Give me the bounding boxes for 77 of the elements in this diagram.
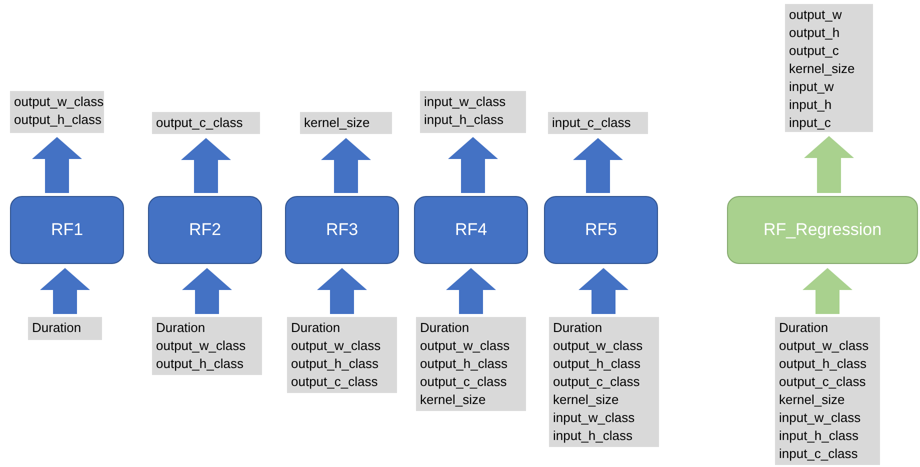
feature-list-box [420, 91, 526, 133]
feature-name: output_c [789, 42, 840, 60]
model-name: RF5 [584, 219, 618, 242]
feature-name: input_h_class [779, 427, 860, 445]
feature-list-box [416, 317, 526, 411]
feature-name: output_w_class [291, 337, 382, 355]
block-arrow [802, 268, 852, 314]
feature-list-box [152, 112, 260, 134]
feature-list-box [152, 317, 262, 375]
feature-name: Duration [420, 319, 470, 337]
feature-name: output_h_class [553, 355, 642, 373]
feature-list-box [775, 317, 880, 465]
feature-name: input_c_class [552, 114, 632, 132]
feature-name: output_h_class [420, 355, 508, 373]
block-arrow [578, 268, 628, 314]
feature-name: output_h_class [779, 355, 868, 373]
feature-name: kernel_size [789, 60, 856, 78]
feature-name: output_w_class [156, 337, 247, 355]
feature-name: input_w_class [553, 409, 636, 427]
feature-name: input_w_class [779, 409, 862, 427]
model-name: RF_Regression [763, 219, 882, 242]
block-arrow [317, 268, 367, 314]
feature-name: input_h [789, 96, 833, 114]
feature-name: kernel_size [553, 391, 620, 409]
block-arrow [446, 268, 496, 314]
model-box [544, 196, 658, 264]
feature-name: Duration [32, 319, 82, 337]
feature-name: output_c_class [553, 373, 641, 391]
feature-list-box [300, 112, 392, 134]
feature-name: kernel_size [779, 391, 846, 409]
feature-name: input_w_class [424, 93, 507, 111]
block-arrow [573, 138, 623, 193]
feature-list-box [548, 112, 648, 134]
feature-name: Duration [553, 319, 604, 337]
feature-name: output_c_class [779, 373, 867, 391]
feature-name: output_w_class [420, 337, 511, 355]
feature-name: kernel_size [420, 391, 487, 409]
feature-name: output_h_class [14, 111, 100, 129]
feature-name: output_c_class [156, 114, 244, 132]
block-arrow [32, 137, 82, 193]
feature-list-box [10, 91, 104, 133]
feature-name: output_h [789, 24, 841, 42]
block-arrow [181, 138, 231, 193]
model-box [10, 196, 124, 264]
feature-name: Duration [779, 319, 830, 337]
feature-name: input_w [789, 78, 835, 96]
feature-name: input_h_class [553, 427, 634, 445]
feature-list-box [28, 317, 102, 340]
feature-name: kernel_size [304, 114, 371, 132]
feature-list-box [287, 317, 397, 393]
model-name: RF3 [326, 219, 358, 242]
feature-list-box [549, 317, 659, 447]
model-name: RF4 [454, 219, 488, 242]
block-arrow [40, 268, 90, 314]
feature-name: output_w [789, 6, 843, 24]
model-name: RF1 [50, 219, 84, 242]
model-box [414, 196, 528, 264]
feature-name: input_c_class [779, 445, 859, 463]
feature-name: output_c_class [420, 373, 508, 391]
model-box [148, 196, 262, 264]
feature-name: Duration [291, 319, 342, 337]
feature-list-box [785, 4, 873, 132]
feature-name: input_h_class [424, 111, 504, 129]
feature-name: output_w_class [779, 337, 870, 355]
feature-name: output_w_class [553, 337, 644, 355]
block-arrow [804, 136, 854, 193]
feature-name: Duration [156, 319, 206, 337]
feature-name: output_h_class [156, 355, 244, 373]
feature-name: output_h_class [291, 355, 380, 373]
model-box [285, 196, 399, 264]
model-box [727, 196, 918, 264]
block-arrow [182, 268, 232, 314]
feature-name: output_c_class [291, 373, 379, 391]
model-name: RF2 [188, 219, 222, 242]
block-arrow [448, 137, 498, 193]
block-arrow [321, 138, 371, 193]
feature-name: input_c [789, 114, 832, 132]
